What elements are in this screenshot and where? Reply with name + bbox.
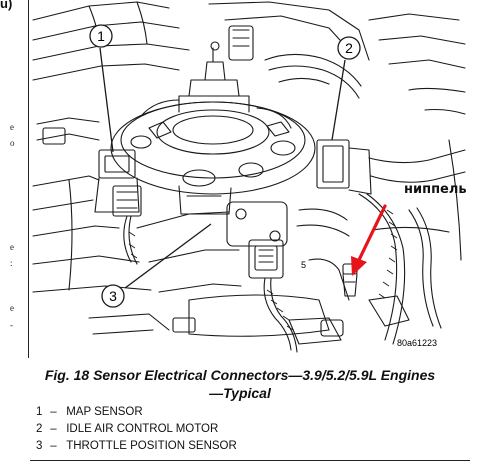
svg-text:2: 2 (345, 40, 353, 56)
stamped-digit: 5 (301, 260, 306, 270)
svg-text:1: 1 (97, 28, 105, 44)
callout-3: 3 (101, 284, 125, 308)
figure-code: 80a61223 (397, 338, 437, 348)
side-text-fragment: - (10, 320, 13, 330)
wire-hatching (128, 209, 398, 331)
side-text-fragment: : (10, 258, 13, 268)
engine-illustration: 1 2 3 5 80a61223 (28, 0, 469, 358)
callout-1: 1 (89, 24, 113, 48)
bottom-rule (30, 460, 470, 461)
side-text-fragment: o (10, 138, 15, 148)
side-text-fragment: e (10, 122, 14, 132)
side-text-fragment: e (10, 242, 14, 252)
legend-item: 1 –MAP SENSOR (36, 406, 143, 418)
svg-text:3: 3 (109, 288, 117, 304)
page-header-fragment: u) (0, 0, 13, 11)
nipple-arrow-icon (351, 204, 387, 276)
callout-2: 2 (337, 36, 361, 60)
engine-linework (32, 1, 466, 353)
legend-item: 3 –THROTTLE POSITION SENSOR (36, 440, 237, 452)
callout-leaders (99, 47, 346, 289)
legend-list: 1 –MAP SENSOR 2 –IDLE AIR CONTROL MOTOR … (36, 404, 237, 455)
nipple-annotation: ниппель (404, 182, 467, 197)
side-text-fragment: e (10, 303, 14, 313)
legend-item: 2 –IDLE AIR CONTROL MOTOR (36, 423, 219, 435)
figure-caption: Fig. 18 Sensor Electrical Connectors—3.9… (44, 367, 436, 401)
